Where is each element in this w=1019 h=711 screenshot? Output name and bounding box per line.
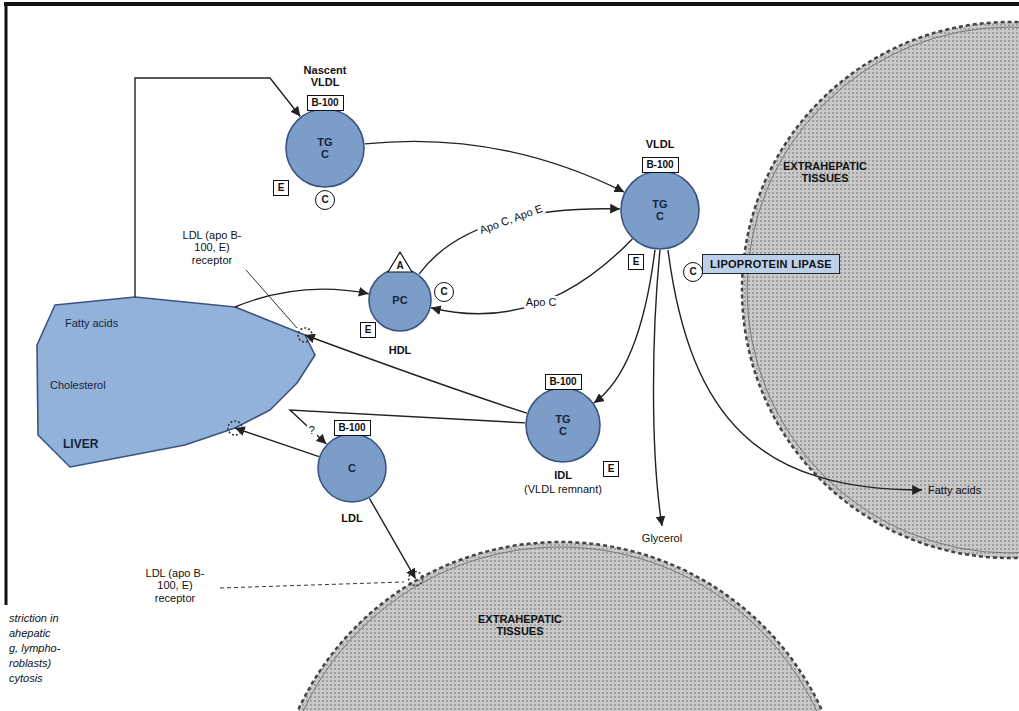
tissue-ring bbox=[277, 547, 843, 711]
liver-shape bbox=[37, 297, 315, 467]
particle-label: PC bbox=[392, 294, 407, 306]
particle-circle bbox=[286, 109, 364, 187]
apoprotein-box: B-100 bbox=[307, 95, 344, 111]
particle-label: EXTRAHEPATIC TISSUES bbox=[783, 160, 867, 185]
apoprotein-label: B-100 bbox=[338, 422, 365, 433]
receptor-symbol bbox=[409, 572, 423, 586]
edge-label: Apo C, Apo E bbox=[476, 201, 546, 236]
apoprotein-circle: C bbox=[315, 190, 335, 210]
receptor-symbol bbox=[228, 421, 242, 435]
flow-arrow bbox=[305, 335, 527, 413]
tissue-region: EXTRAHEPATIC TISSUES bbox=[270, 540, 850, 711]
particle-circle bbox=[318, 434, 386, 502]
annotation-label: Fatty acids bbox=[928, 484, 981, 496]
annotation-label: striction in bbox=[9, 612, 59, 624]
tissue-ring bbox=[747, 27, 1019, 553]
annotation-label: LDL (apo B-100, E) receptor bbox=[139, 567, 211, 604]
receptor-symbol bbox=[298, 328, 312, 342]
annotation-label: Glycerol bbox=[642, 532, 682, 544]
apoprotein-label: E bbox=[608, 463, 615, 474]
lipoprotein-particle: PCHDLAEC bbox=[368, 268, 432, 332]
annotation-label: roblasts) bbox=[9, 657, 51, 669]
particle-circle bbox=[369, 269, 431, 331]
particle-label: (VLDL remnant) bbox=[524, 483, 602, 495]
organ-label: LIVER bbox=[63, 438, 98, 451]
enzyme-box: LIPOPROTEIN LIPASE bbox=[702, 254, 840, 274]
flow-arrow bbox=[365, 141, 624, 192]
apoprotein-circle: C bbox=[683, 262, 703, 282]
tissue-outline bbox=[270, 540, 850, 711]
tissue-region: EXTRAHEPATIC TISSUES bbox=[740, 20, 1019, 560]
apoprotein-label: B-100 bbox=[549, 376, 576, 387]
apoprotein-circle: C bbox=[434, 282, 454, 302]
apoprotein-box: E bbox=[603, 461, 619, 477]
apoprotein-label: E bbox=[278, 182, 285, 193]
organ-label: Cholesterol bbox=[50, 379, 106, 391]
tissue-outline bbox=[740, 20, 1019, 560]
apoprotein-box: E bbox=[628, 254, 644, 270]
frame-line bbox=[4, 2, 1019, 6]
apoprotein-label: A bbox=[396, 260, 403, 273]
lipoprotein-particle: Nascent VLDLTG CB-100EC bbox=[285, 108, 365, 188]
particle-label: IDL bbox=[554, 469, 572, 481]
edge-label: Apo C bbox=[524, 296, 559, 308]
flow-arrow bbox=[369, 498, 415, 578]
annotation-label: ahepatic bbox=[9, 627, 51, 639]
tissue-circle bbox=[742, 22, 1019, 558]
apoprotein-box: B-100 bbox=[545, 374, 582, 390]
apoprotein-box: B-100 bbox=[334, 420, 371, 436]
particle-label: HDL bbox=[389, 344, 412, 356]
particle-label: VLDL bbox=[646, 138, 675, 150]
enzyme-label: LIPOPROTEIN LIPASE bbox=[710, 258, 832, 270]
particle-label: TG C bbox=[317, 136, 332, 161]
flow-arrow bbox=[290, 410, 525, 444]
apoprotein-box: B-100 bbox=[642, 157, 679, 173]
leader-line bbox=[220, 582, 404, 588]
particle-label: EXTRAHEPATIC TISSUES bbox=[478, 613, 562, 638]
organ-label: Fatty acids bbox=[65, 317, 118, 329]
apoprotein-label: B-100 bbox=[311, 97, 338, 108]
flow-arrow bbox=[431, 239, 632, 314]
apoprotein-label: E bbox=[633, 256, 640, 267]
edge-label: ? bbox=[307, 424, 317, 436]
fatty-acid-release-arrow bbox=[668, 250, 922, 490]
particle-label: TG C bbox=[555, 413, 570, 438]
leader-line bbox=[246, 270, 297, 328]
apoprotein-label: C bbox=[689, 266, 696, 277]
flow-arrow bbox=[235, 289, 369, 307]
apoprotein-box: E bbox=[360, 322, 376, 338]
particle-label: C bbox=[348, 462, 356, 474]
apoprotein-label: C bbox=[321, 194, 328, 205]
apoprotein-label: E bbox=[365, 324, 372, 335]
lipoprotein-particle: TG CIDL(VLDL remnant)B-100E bbox=[525, 387, 601, 463]
tissue-circle bbox=[272, 542, 848, 711]
particle-label: Nascent VLDL bbox=[296, 64, 354, 89]
apoprotein-triangle: A bbox=[387, 251, 413, 273]
particle-label: LDL bbox=[341, 512, 362, 524]
flow-arrow bbox=[594, 250, 655, 403]
annotation-label: g, lympho- bbox=[9, 642, 60, 654]
particle-circle bbox=[621, 171, 699, 249]
annotation-label: cytosis bbox=[9, 672, 43, 684]
lipoprotein-particle: CLDLB-100 bbox=[317, 433, 387, 503]
liver-organ: Fatty acidsCholesterolLIVER bbox=[35, 285, 320, 470]
glycerol-release-arrow bbox=[654, 250, 663, 526]
triangle-shape bbox=[388, 252, 412, 272]
annotation-label: LDL (apo B-100, E) receptor bbox=[176, 229, 248, 266]
lipoprotein-particle: VLDLTG CB-100EC bbox=[620, 170, 700, 250]
particle-label: TG C bbox=[652, 198, 667, 223]
frame-line bbox=[5, 4, 8, 605]
apoprotein-label: B-100 bbox=[646, 159, 673, 170]
apoprotein-box: E bbox=[273, 180, 289, 196]
flow-arrow bbox=[135, 78, 300, 297]
apoprotein-label: C bbox=[440, 286, 447, 297]
particle-circle bbox=[526, 388, 600, 462]
